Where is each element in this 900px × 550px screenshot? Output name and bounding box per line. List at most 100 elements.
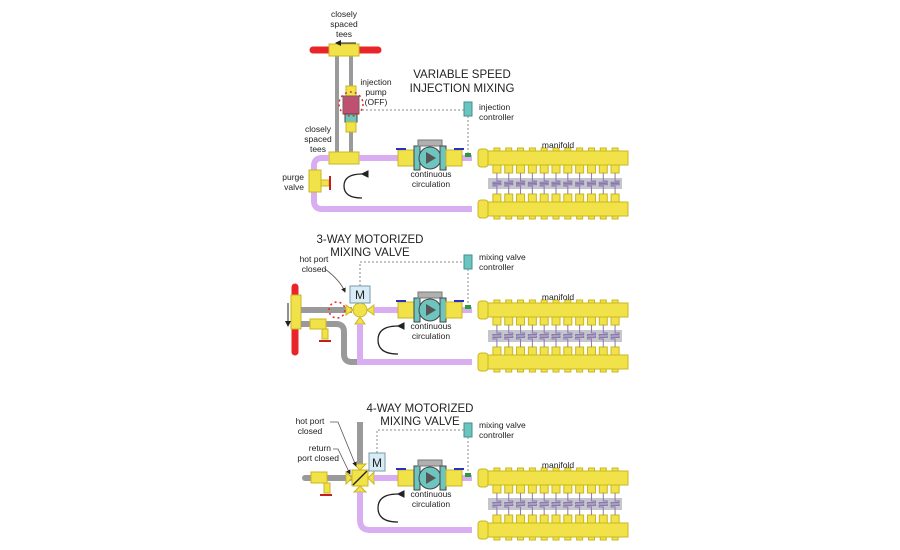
return-header-union — [477, 199, 489, 219]
title-line1: 3-WAY MOTORIZED — [317, 234, 424, 246]
circulation-arrow — [377, 490, 405, 523]
hot-port-leader — [330, 421, 357, 467]
label-tees-bottom-3: tees — [310, 144, 326, 154]
header-cap — [505, 299, 513, 304]
label-tees-bottom-1: closely — [305, 124, 332, 134]
control-wire — [359, 261, 464, 286]
tubing-loop — [551, 325, 561, 347]
return-port — [492, 346, 502, 356]
label-tees-bottom-2: spaced — [304, 134, 332, 144]
return-port — [610, 193, 620, 203]
supply-port — [527, 164, 537, 174]
header-cap — [576, 536, 584, 541]
return-port — [551, 193, 561, 203]
title-line1: 4-WAY MOTORIZED — [367, 403, 474, 415]
temperature-sensor — [465, 305, 471, 309]
tubing-loop — [527, 325, 537, 347]
boiler-tees — [290, 294, 302, 330]
header-cap — [587, 536, 595, 541]
header-cap — [540, 299, 548, 304]
header-cap — [517, 147, 525, 152]
header-cap — [540, 215, 548, 220]
return-port — [551, 346, 561, 356]
title-line1: VARIABLE SPEED — [413, 69, 511, 81]
supply-header — [483, 302, 629, 318]
return-port — [539, 514, 549, 524]
label-controller-1: mixing valve — [479, 420, 526, 430]
cool-return-pipe — [357, 492, 472, 533]
label-hot-port-2: closed — [302, 264, 327, 274]
mixing-valve-controller — [463, 422, 473, 438]
tubing-loop — [610, 493, 620, 515]
supply-port — [504, 164, 514, 174]
header-cap — [576, 368, 584, 373]
supply-port — [575, 164, 585, 174]
return-port — [586, 193, 596, 203]
tubing-loop — [586, 493, 596, 515]
return-port — [575, 193, 585, 203]
supply-port — [551, 484, 561, 494]
header-cap — [599, 299, 607, 304]
return-port — [563, 193, 573, 203]
circulator-pump — [396, 459, 464, 491]
return-port — [516, 193, 526, 203]
header-cap — [505, 467, 513, 472]
header-cap — [587, 147, 595, 152]
header-cap — [587, 368, 595, 373]
tubing-loop — [598, 173, 608, 194]
panel-3way-valve: M 3-WAY MOTORIZED MIXING VALVE hot port … — [285, 234, 629, 373]
tubing-loop — [527, 173, 537, 194]
header-cap — [587, 467, 595, 472]
purge-valve — [308, 169, 331, 193]
header-cap — [505, 536, 513, 541]
supply-port — [563, 164, 573, 174]
supply-port — [539, 484, 549, 494]
header-cap — [552, 536, 560, 541]
hot-port-leader — [324, 268, 346, 293]
tubing-loop — [575, 325, 585, 347]
header-cap — [552, 467, 560, 472]
return-header-union — [477, 352, 489, 372]
supply-port — [598, 316, 608, 326]
supply-port — [575, 316, 585, 326]
label-manifold: manifold — [542, 460, 574, 470]
manifold — [477, 467, 629, 541]
supply-header — [483, 150, 629, 166]
header-cap — [599, 215, 607, 220]
return-port — [539, 346, 549, 356]
header-cap — [599, 147, 607, 152]
purge-valve — [309, 318, 331, 342]
header-cap — [599, 368, 607, 373]
tubing-loop — [610, 325, 620, 347]
header-cap — [611, 147, 619, 152]
tubing-loop — [563, 325, 573, 347]
temperature-sensor — [465, 473, 471, 477]
closely-spaced-tees-bottom — [328, 151, 360, 165]
tubing-loop — [610, 173, 620, 194]
tubing-loop — [492, 493, 502, 515]
label-return-2: port closed — [297, 453, 339, 463]
supply-header — [483, 470, 629, 486]
circulator-pump — [396, 291, 464, 323]
return-port — [598, 514, 608, 524]
label-manifold: manifold — [542, 140, 574, 150]
circulation-arrow — [377, 322, 405, 355]
header-cap — [552, 147, 560, 152]
return-port — [504, 193, 514, 203]
header-cap — [564, 368, 572, 373]
supply-port — [610, 164, 620, 174]
four-way-valve — [345, 463, 375, 493]
cool-return-pipe — [357, 324, 472, 365]
supply-port — [598, 484, 608, 494]
tubing-loop — [504, 493, 514, 515]
label-pump-1: injection — [360, 77, 391, 87]
return-port — [563, 346, 573, 356]
injection-controller — [463, 101, 473, 117]
circulator-pump — [396, 139, 464, 171]
label-hot-port-1: hot port — [296, 416, 325, 426]
return-port — [551, 514, 561, 524]
label-controller-2: controller — [479, 112, 514, 122]
return-port — [527, 346, 537, 356]
label-circ-2: circulation — [412, 331, 451, 341]
header-cap — [540, 368, 548, 373]
